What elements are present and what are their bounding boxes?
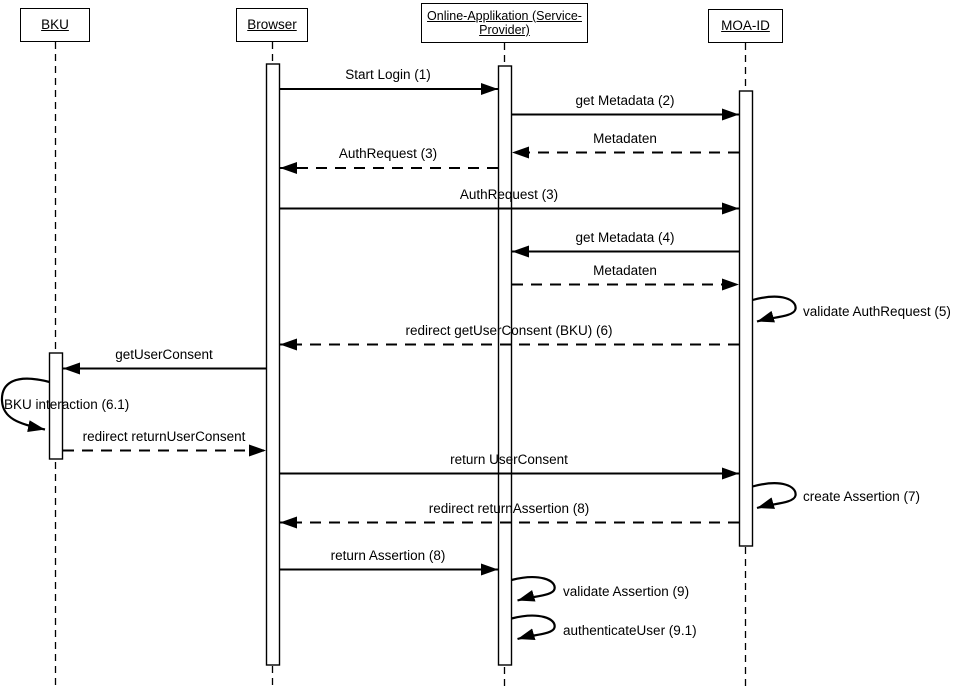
message-label-get-metadata-2: get Metadata (2) [575,93,675,108]
activation-bar-online-applikation [497,65,513,666]
message-label-metadaten-1: Metadaten [593,131,657,146]
arrow-validate-authrequest-self [752,295,797,323]
message-label-getuserconsent: getUserConsent [115,347,213,362]
actor-label-browser: Browser [247,17,297,33]
actor-label-bku: BKU [41,17,69,33]
actor-box-moa-id: MOA-ID [708,9,783,43]
message-label-redirect-getuserconsent: redirect getUserConsent (BKU) (6) [405,323,613,338]
actor-box-online-applikation: Online-Applikation (Service- Provider) [421,3,588,43]
actor-box-bku: BKU [20,8,90,42]
activation-bar-browser [265,63,281,666]
actor-label-moa-id: MOA-ID [721,18,770,34]
arrow-bku-interaction-self [0,377,50,432]
arrow-create-assertion-self [752,482,797,510]
message-label-bku-interaction: BKU interaction (6.1) [4,397,130,412]
actor-box-browser: Browser [236,8,308,42]
message-label-authrequest-moa: AuthRequest (3) [459,187,559,202]
activation-bar-moa-id [738,90,754,547]
activation-bar-bku [48,352,64,460]
message-label-redirect-returnuserconsent: redirect returnUserConsent [82,429,246,444]
message-label-authenticateuser: authenticateUser (9.1) [563,623,697,638]
actor-label-online-applikation-line2: Provider) [479,23,530,37]
arrow-authenticateuser-self [511,614,556,641]
message-label-redirect-returnassertion: redirect returnAssertion (8) [428,501,590,516]
actor-label-online-applikation-line1: Online-Applikation (Service- [427,8,582,23]
arrow-validate-assertion-self [511,576,556,602]
message-label-get-metadata-4: get Metadata (4) [575,230,675,245]
message-arrows [0,83,797,641]
activation-bars [48,63,754,666]
message-label-validate-authrequest: validate AuthRequest (5) [803,304,951,319]
message-label-metadaten-2: Metadaten [593,263,657,278]
message-label-return-assertion: return Assertion (8) [330,548,446,563]
message-label-validate-assertion: validate Assertion (9) [563,584,690,599]
message-label-create-assertion: create Assertion (7) [803,489,921,504]
message-label-authrequest-browser: AuthRequest (3) [338,146,438,161]
message-label-start-login: Start Login (1) [345,67,431,82]
message-label-return-userconsent: return UserConsent [450,452,568,467]
